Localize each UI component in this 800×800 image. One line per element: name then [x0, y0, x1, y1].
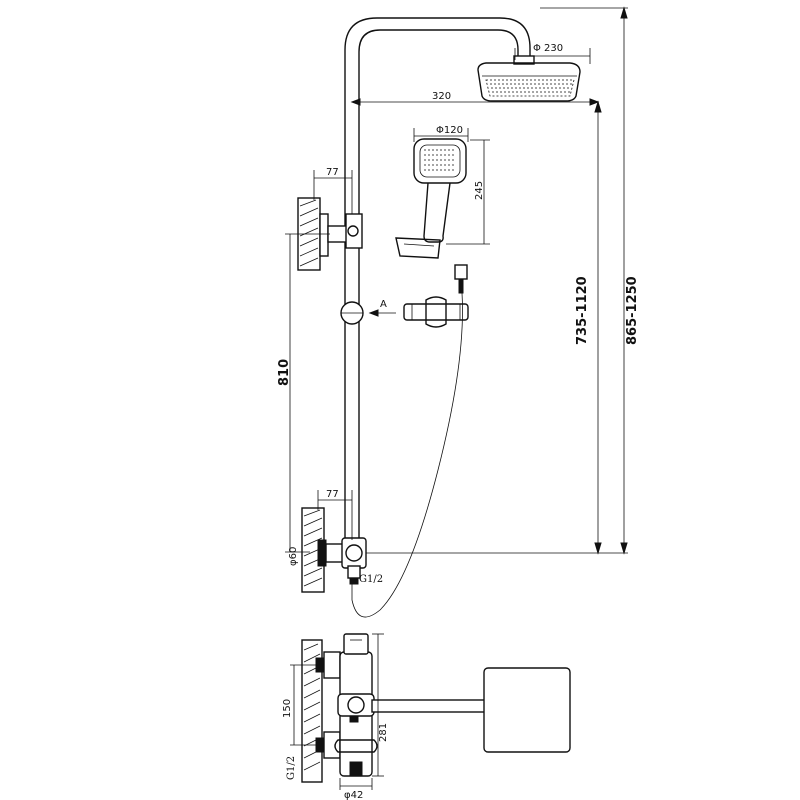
top-offset-label: 77 — [326, 167, 339, 178]
top-wall-offset-dimension: 77 — [313, 167, 353, 214]
plan-inlet-thread-label: G1/2 — [286, 756, 297, 780]
bottom-offset-label: 77 — [326, 489, 339, 500]
riser-slider — [340, 301, 364, 325]
arm-length-label: 320 — [432, 91, 451, 102]
body-diameter-dimension: φ42 — [339, 778, 373, 800]
riser-pipe — [344, 17, 531, 545]
hand-diameter-dimension: Φ120 — [413, 125, 469, 142]
hand-diameter-label: Φ120 — [436, 125, 463, 136]
hose-connector — [454, 264, 468, 294]
bottom-wall-offset-dimension: 77 — [317, 489, 353, 540]
head-diameter-label: Φ 230 — [533, 43, 563, 54]
body-length-dimension: 281 — [372, 633, 389, 777]
adjust-range-dimension: 735-1120 — [575, 100, 602, 555]
mixer-diameter-label: φ60 — [288, 547, 299, 566]
inlet-thread-label: G1/2 — [359, 574, 383, 585]
body-length-label: 281 — [378, 723, 389, 742]
inlet-spacing-dimension: 150 — [282, 664, 316, 746]
arm-length-dimension: 320 — [350, 91, 600, 106]
hand-shower — [395, 138, 467, 259]
top-plan-view: 150 281 φ42 G1/2 — [282, 633, 571, 800]
view-marker-label: A — [380, 299, 387, 310]
plan-rain-head — [483, 667, 571, 753]
thermostatic-mixer-body — [334, 633, 378, 777]
hand-length-label: 245 — [474, 181, 485, 200]
shower-hose — [351, 292, 463, 618]
sliding-holder-detail — [403, 296, 469, 328]
bracket-spacing-dimension: 810 — [277, 233, 330, 553]
adjust-range-label: 735-1120 — [575, 276, 590, 345]
hand-length-dimension: 245 — [446, 139, 490, 245]
riser-pipe-inner — [358, 29, 519, 545]
bottom-wall-mixer — [301, 507, 367, 593]
bracket-spacing-label: 810 — [277, 359, 292, 386]
rain-shower-head — [477, 62, 581, 102]
inlet-spacing-label: 150 — [282, 699, 293, 718]
view-arrow: A — [368, 299, 396, 317]
body-diameter-label: φ42 — [344, 790, 363, 800]
total-height-label: 865-1250 — [625, 276, 640, 345]
head-diameter-dimension: Φ 230 — [514, 43, 591, 64]
front-elevation-view: Φ 230 320 735-1120 865-1250 — [277, 6, 640, 618]
plan-wall — [301, 639, 323, 783]
total-height-dimension: 865-1250 — [620, 6, 640, 555]
